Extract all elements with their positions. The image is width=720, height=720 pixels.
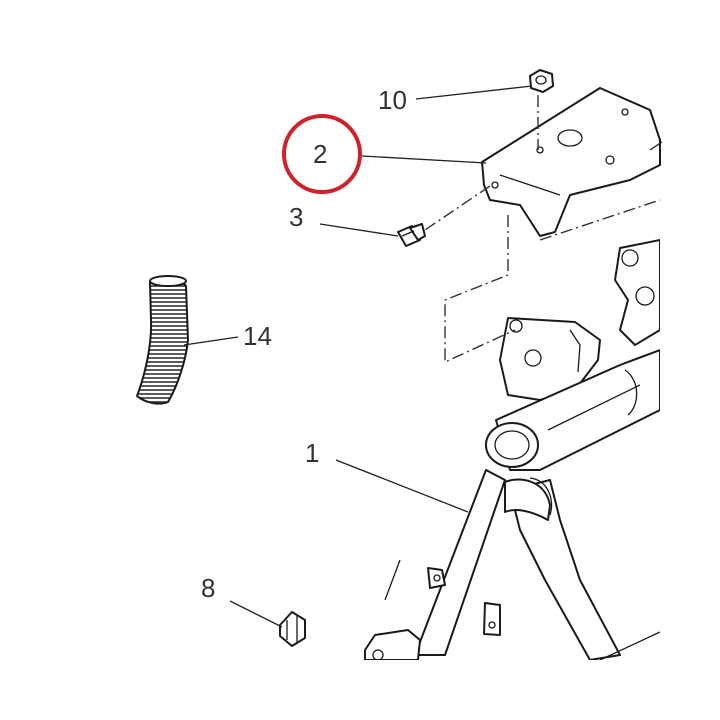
callout-number-10: 10	[378, 85, 407, 115]
callout-number-2: 2	[313, 139, 327, 169]
leader-lines	[183, 85, 533, 628]
bracket-part	[481, 87, 663, 241]
nut-part	[529, 69, 554, 93]
clip-part	[279, 611, 306, 647]
screw-part	[397, 223, 426, 247]
assembly-guide-lines	[421, 95, 539, 364]
sleeve-part	[135, 275, 190, 405]
frame-part	[364, 239, 660, 660]
callout-number-3: 3	[289, 202, 303, 232]
callout-number-8: 8	[201, 573, 215, 603]
highlight-circle[interactable]	[282, 114, 362, 194]
callout-number-1: 1	[305, 438, 319, 468]
callout-number-14: 14	[243, 321, 272, 351]
